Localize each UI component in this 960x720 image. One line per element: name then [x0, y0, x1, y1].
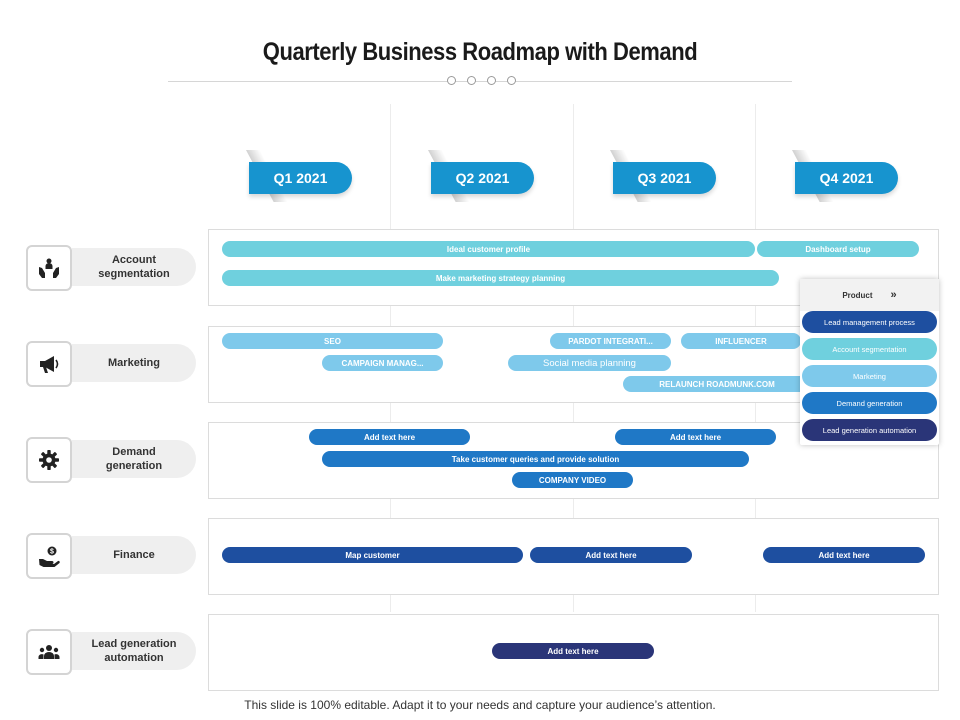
row-label-account: Account segmentation [72, 248, 196, 286]
bar-finance-add-text-1[interactable]: Add text here [530, 547, 692, 563]
bar-demand-add-text-2[interactable]: Add text here [615, 429, 776, 445]
row-icon-marketing [26, 341, 72, 387]
quarter-header-q2: Q2 2021 [431, 162, 534, 194]
bar-lead-add-text[interactable]: Add text here [492, 643, 654, 659]
bar-customer-queries[interactable]: Take customer queries and provide soluti… [322, 451, 749, 467]
bar-influencer[interactable]: INFLUENCER [681, 333, 801, 349]
product-legend-panel: Product » Lead management process Accoun… [800, 279, 939, 445]
money-hand-icon: $ [39, 546, 60, 567]
bar-social-media-planning[interactable]: Social media planning [508, 355, 671, 371]
hands-people-icon [39, 258, 59, 278]
row-icon-account [26, 245, 72, 291]
row-icon-lead [26, 629, 72, 675]
bar-campaign-management[interactable]: CAMPAIGN MANAG... [322, 355, 443, 371]
title-dots [447, 76, 516, 85]
row-label-lead: Lead generation automation [72, 632, 196, 670]
footer-note: This slide is 100% editable. Adapt it to… [244, 698, 716, 712]
decorative-dot [447, 76, 456, 85]
row-icon-finance: $ [26, 533, 72, 579]
megaphone-icon [40, 356, 59, 373]
legend-header[interactable]: Product » [800, 279, 939, 311]
bar-dashboard-setup[interactable]: Dashboard setup [757, 241, 919, 257]
row-label-demand: Demand generation [72, 440, 196, 478]
bar-demand-add-text-1[interactable]: Add text here [309, 429, 470, 445]
decorative-dot [487, 76, 496, 85]
bar-ideal-customer-profile[interactable]: Ideal customer profile [222, 241, 755, 257]
bar-relaunch-roadmunk[interactable]: RELAUNCH ROADMUNK.COM [623, 376, 811, 392]
bar-marketing-strategy[interactable]: Make marketing strategy planning [222, 270, 779, 286]
legend-item-demand-generation[interactable]: Demand generation [802, 392, 937, 414]
decorative-dot [467, 76, 476, 85]
quarter-header-q3: Q3 2021 [613, 162, 716, 194]
row-label-finance: Finance [72, 536, 196, 574]
bar-company-video[interactable]: COMPANY VIDEO [512, 472, 633, 488]
row-icon-demand [26, 437, 72, 483]
bar-finance-add-text-2[interactable]: Add text here [763, 547, 925, 563]
legend-item-account-segmentation[interactable]: Account segmentation [802, 338, 937, 360]
quarter-header-q4: Q4 2021 [795, 162, 898, 194]
legend-item-lead-generation-automation[interactable]: Lead generation automation [802, 419, 937, 441]
row-label-marketing: Marketing [72, 344, 196, 382]
bar-seo[interactable]: SEO [222, 333, 443, 349]
legend-item-marketing[interactable]: Marketing [802, 365, 937, 387]
group-icon [38, 645, 60, 659]
quarter-header-q1: Q1 2021 [249, 162, 352, 194]
bar-map-customer[interactable]: Map customer [222, 547, 523, 563]
legend-header-label: Product [842, 290, 873, 300]
svg-text:$: $ [50, 549, 54, 556]
page-title: Quarterly Business Roadmap with Demand [262, 38, 698, 66]
double-chevron-right-icon: » [890, 289, 897, 301]
bar-pardot-integration[interactable]: PARDOT INTEGRATI... [550, 333, 671, 349]
legend-item-lead-management[interactable]: Lead management process [802, 311, 937, 333]
gear-icon [39, 450, 59, 470]
decorative-dot [507, 76, 516, 85]
title-divider [168, 81, 792, 82]
